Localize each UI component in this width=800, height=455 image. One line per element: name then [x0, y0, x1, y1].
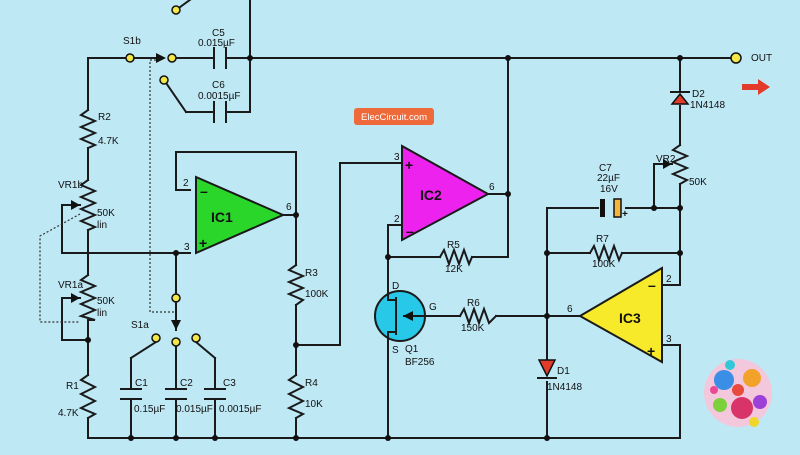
diodes-d1-part-label: 1N4148: [547, 382, 582, 393]
capacitors-c7-polarity-label: +: [622, 209, 628, 220]
resistor-r7: R7 100K: [588, 234, 624, 270]
ic1-minus-symbol: –: [200, 183, 208, 199]
capacitors-c7-name-label: C7: [599, 163, 612, 174]
capacitors-c6-value-label: 0.0015µF: [198, 91, 240, 102]
transistor-pin-s-label: S: [392, 345, 399, 356]
diodes-d2-name-label: D2: [692, 89, 705, 100]
ics-ic2-pin-out-label: 6: [489, 182, 495, 193]
resistor-r3: R3 100K: [286, 263, 329, 307]
capacitor-c3: C3 0.0015µF: [204, 375, 261, 415]
pots-vr1a-value-label: 50K: [97, 296, 115, 307]
capacitor-c7: C7 22µF 16V +: [597, 163, 628, 220]
transistor-pin-d-label: D: [392, 281, 399, 292]
potentiometer-vr1a: VR1a 50K lin: [58, 273, 115, 321]
watermark-text-label: ElecCircuit.com: [361, 112, 427, 123]
pots-vr2-value-label: 50K: [689, 177, 707, 188]
colorful-logo: [704, 359, 772, 427]
diode-d2: D2 1N4148: [670, 89, 725, 111]
ic3-plus-symbol: +: [647, 343, 655, 359]
capacitors-c7-voltage-label: 16V: [600, 184, 618, 195]
transistor-part-label: BF256: [405, 357, 435, 368]
resistors-r5-name-label: R5: [447, 240, 460, 251]
capacitors-c7-value-label: 22µF: [597, 173, 620, 184]
resistor-r1: R1 4.7K: [58, 373, 98, 420]
capacitors-c6-name-label: C6: [212, 80, 225, 91]
junction-dots: [85, 55, 683, 441]
ics-ic3-label-label: IC3: [619, 310, 641, 326]
capacitors-c1-name-label: C1: [135, 378, 148, 389]
resistors-r1-value-label: 4.7K: [58, 408, 79, 419]
resistors-r3-name-label: R3: [305, 268, 318, 279]
capacitors-c3-name-label: C3: [223, 378, 236, 389]
resistor-r4: R4 10K: [286, 373, 323, 420]
resistor-r2: R2 4.7K: [78, 108, 119, 150]
ic1-plus-symbol: +: [199, 235, 207, 251]
ics-ic1-label-label: IC1: [211, 209, 233, 225]
output-arrow-icon: [742, 79, 770, 95]
transistor-pin-g-label: G: [429, 302, 437, 313]
resistor-r5: R5 12K: [438, 240, 474, 275]
pots-vr1a-taper-label: lin: [97, 308, 107, 319]
op-amp-ic2: IC2 + – 3 2 6: [394, 144, 495, 242]
ics-ic1-pin-minus-label: 2: [183, 178, 189, 189]
resistors-r7-name-label: R7: [596, 234, 609, 245]
switch-s1a: S1a: [131, 293, 201, 347]
ic3-minus-symbol: –: [648, 277, 656, 293]
diodes-d2-part-label: 1N4148: [690, 100, 725, 111]
ic2-minus-symbol: –: [406, 223, 414, 239]
ics-ic1-pin-out-label: 6: [286, 202, 292, 213]
capacitors-c5-value-label: 0.015µF: [198, 38, 235, 49]
resistors-r2-name-label: R2: [98, 112, 111, 123]
capacitor-c6: C6 0.0015µF: [198, 80, 240, 123]
transistor-name-label: Q1: [405, 344, 419, 355]
output-terminal: OUT: [730, 52, 772, 64]
capacitors-c2-name-label: C2: [180, 378, 193, 389]
resistors-r6-name-label: R6: [467, 298, 480, 309]
output-label-label: OUT: [751, 53, 772, 64]
ics-ic3-pin-plus-label: 3: [666, 334, 672, 345]
op-amp-ic3: IC3 – + 2 3 6: [567, 266, 672, 364]
capacitors-c3-value-label: 0.0015µF: [219, 404, 261, 415]
resistor-r6: R6 150K: [458, 298, 498, 334]
op-amp-ic1: IC1 – + 2 3 6: [183, 175, 292, 255]
ics-ic2-pin-minus-label: 2: [394, 214, 400, 225]
pots-vr1b-value-label: 50K: [97, 208, 115, 219]
ics-ic3-pin-minus-label: 2: [666, 274, 672, 285]
capacitor-c5: C5 0.015µF: [198, 28, 235, 69]
ics-ic3-pin-out-label: 6: [567, 304, 573, 315]
pots-vr1b-name-label: VR1b: [58, 180, 83, 191]
capacitor-c2: C2 0.015µF: [165, 375, 213, 415]
ics-ic2-label-label: IC2: [420, 187, 442, 203]
ics-ic1-pin-plus-label: 3: [184, 242, 190, 253]
ic2-plus-symbol: +: [405, 157, 413, 173]
capacitors-c1-value-label: 0.15µF: [134, 404, 165, 415]
resistors-r6-value-label: 150K: [461, 323, 485, 334]
resistors-r2-value-label: 4.7K: [98, 136, 119, 147]
diode-d1: D1 1N4148: [537, 359, 582, 393]
switches-s1b-label: S1b: [123, 36, 141, 47]
elec-circuit-watermark: ElecCircuit.com: [354, 108, 434, 125]
switches-s1a-label: S1a: [131, 320, 149, 331]
wires: [39, 0, 733, 439]
resistors-r7-value-label: 100K: [592, 259, 616, 270]
resistors-r4-name-label: R4: [305, 378, 318, 389]
resistors-r1-name-label: R1: [66, 381, 79, 392]
potentiometer-vr2: VR2 50K: [656, 143, 707, 188]
ics-ic2-pin-plus-label: 3: [394, 152, 400, 163]
capacitors-c2-value-label: 0.015µF: [176, 404, 213, 415]
diodes-d1-name-label: D1: [557, 366, 570, 377]
resistors-r5-value-label: 12K: [445, 264, 463, 275]
switch-s1b: S1b: [123, 5, 181, 85]
capacitor-c1: C1 0.15µF: [120, 375, 165, 415]
capacitors-c5-name-label: C5: [212, 28, 225, 39]
potentiometer-vr1b: VR1b 50K lin: [58, 178, 115, 232]
resistors-r3-value-label: 100K: [305, 289, 329, 300]
pots-vr2-name-label: VR2: [656, 154, 676, 165]
jfet-q1: D G S Q1 BF256: [374, 281, 437, 368]
resistors-r4-value-label: 10K: [305, 399, 323, 410]
pots-vr1b-taper-label: lin: [97, 220, 107, 231]
pots-vr1a-name-label: VR1a: [58, 280, 83, 291]
